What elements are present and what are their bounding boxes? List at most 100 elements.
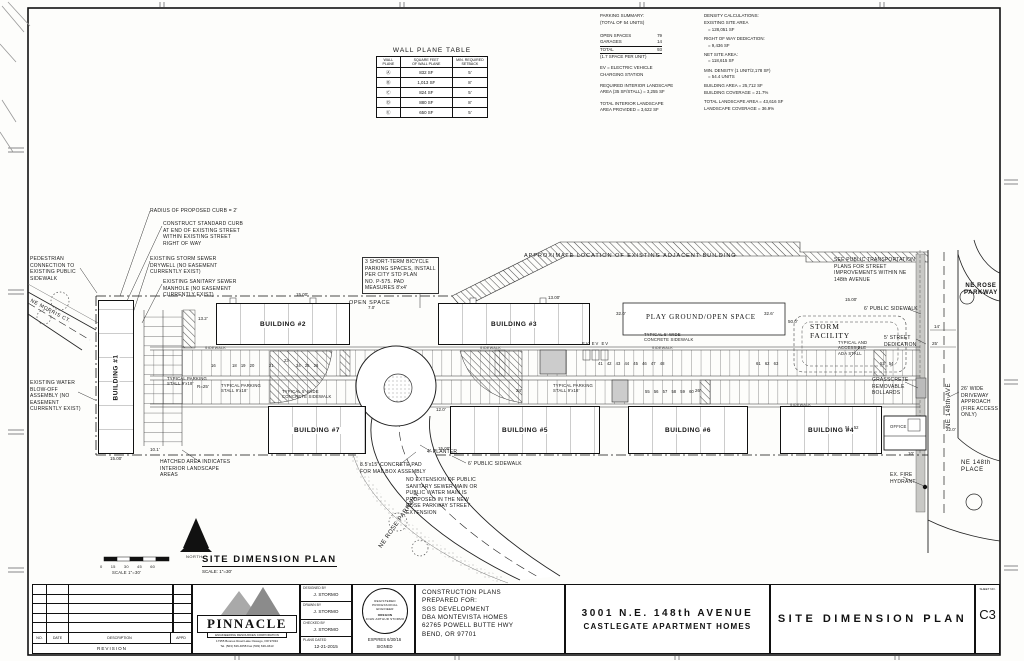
col-setback: MIN. REQUIRED SETBACK [451, 55, 489, 69]
dim: 15.00' [296, 292, 309, 297]
sidewalk-label: SIDEWALK [790, 402, 812, 407]
callout-existing-adjacent-building: APPROXIMATE LOCATION OF EXISTING ADJACEN… [524, 253, 737, 259]
stall-numbers: 51 52 [845, 425, 859, 430]
dim: 25' [932, 341, 938, 346]
required-landscape: REQUIRED INTERIOR LANDSCAPE AREA (35 SF/… [600, 83, 674, 95]
open-space-label: OPEN SPACE [349, 300, 391, 306]
sheet-number: C3 [979, 607, 996, 622]
storm-facility-label: STORM FACILITY [810, 322, 851, 340]
callout-office: OFFICE [890, 424, 907, 429]
dim: 26' [695, 388, 701, 393]
plan-title-block: SITE DIMENSION PLAN SCALE: 1"=30' [202, 554, 337, 574]
dim: R=25' [197, 384, 209, 389]
building-6: BUILDING #6 [628, 406, 748, 454]
stall-numbers: 24 25 26 [296, 363, 319, 368]
parking-summary: PARKING SUMMARY: (TOTAL OF 54 UNITS) OPE… [600, 13, 700, 114]
callout-typical-stall-1: TYPICAL PARKING STALL 9'x18' [167, 376, 207, 387]
wall-plane-table: WALL PLANE TABLE WALL PLANE SQUARE FEET … [376, 47, 489, 119]
building-7: BUILDING #7 [268, 406, 366, 454]
logo-phone: Tel. (503) 636-4658 Fax (503) 636-4613 [220, 644, 274, 648]
callout-driveway-approach: 26' WIDE DRIVEWAY APPROACH (FIRE ACCESS … [961, 386, 999, 418]
scale-bar [103, 556, 170, 562]
stall-numbers: 16 [211, 363, 216, 368]
callout-water-blowoff: EXISTING WATER BLOW-OFF ASSEMBLY (NO EAS… [30, 380, 81, 412]
sheet-title-block: SITE DIMENSION PLAN [770, 584, 975, 654]
callout-public-transportation: SEE PUBLIC TRANSPORTATION PLANS FOR STRE… [834, 257, 916, 283]
callout-typical-sidewalk-2: TYPICAL 5' WIDE CONCRETE SIDEWALK [282, 389, 332, 400]
building-3: BUILDING #3 [438, 303, 590, 345]
callout-public-sidewalk-bottom: 6' PUBLIC SIDEWALK [468, 461, 522, 467]
prepared-for-block: CONSTRUCTION PLANS PREPARED FOR: SGS DEV… [415, 584, 565, 654]
sheet-title: SITE DIMENSION PLAN [777, 613, 968, 625]
callout-planter: 4' PLANTER [427, 449, 458, 455]
engineer-stamp-seal: REGISTERED PROFESSIONAL ENGINEER OREGON … [362, 588, 408, 634]
scale-ticks: 0 15 30 45 60 [100, 564, 156, 569]
street-ne-rose-parkway: NE ROSE PARKWAY [964, 283, 998, 297]
stamp-expires: EXPIRES 6/30/16 [367, 637, 402, 642]
sidewalk-label: SIDEWALK [480, 345, 502, 350]
callout-mailbox-pad: 8.5'x15' CONCRETE PAD FOR MAILBOX ASSEMB… [360, 462, 426, 475]
plan-title: SITE DIMENSION PLAN [202, 554, 337, 567]
dim: 13.2' [198, 316, 208, 321]
building-2: BUILDING #2 [216, 303, 350, 345]
stall-numbers: 21 [269, 363, 274, 368]
dim: 32.0' [616, 311, 626, 316]
callout-typical-stall-3: TYPICAL PARKING STALL 9'x18' [553, 383, 593, 394]
sheet-number-block: SHEET NO. C3 [975, 584, 1000, 654]
project-block: 3001 N.E. 148th AVENUE CASTLEGATE APARTM… [565, 584, 770, 654]
building-4: BUILDING #4 [780, 406, 882, 454]
callout-ev-stalls: EV EV EV [582, 341, 610, 346]
building-1: BUILDING #1 [98, 300, 134, 454]
dim: 15.00' [110, 456, 123, 461]
dim: 14' [934, 324, 940, 329]
scale-text: SCALE 1"=30' [112, 570, 142, 575]
logo-banner: ENGINEERING RESOURCES CORPORATION [207, 632, 287, 638]
dim: 22.0' [946, 427, 956, 432]
stall-numbers: 61 62 63 [756, 361, 779, 366]
callout-grasscrete-bollards: GRASSCRETE REMOVABLE BOLLARDS [872, 377, 909, 396]
callout-pedestrian-connection: PEDESTRIAN CONNECTION TO EXISTING PUBLIC… [30, 256, 76, 282]
callout-storm-drywell: EXISTING STORM SEWER DRYWELL (NO EASEMEN… [150, 256, 218, 275]
dim: 7.0' [368, 305, 376, 310]
logo-name: PINNACLE [197, 615, 297, 633]
wall-plane-table-title: WALL PLANE TABLE [392, 47, 472, 54]
callout-curb-radius: RADIUS OF PROPOSED CURB = 2' [150, 208, 238, 214]
density-calculations: DENSITY CALCULATIONS: EXISTING SITE AREA… [704, 13, 784, 111]
sheet-number-label: SHEET NO. [979, 587, 996, 591]
dim: 10' [908, 451, 914, 456]
dim: 24' [516, 388, 522, 393]
building-5: BUILDING #5 [450, 406, 600, 454]
callout-sanitary-manhole: EXISTING SANITARY SEWER MANHOLE (NO EASE… [163, 279, 237, 298]
sheet-border [27, 7, 1001, 656]
dim: 13.00' [548, 295, 561, 300]
dim: 15.00' [845, 297, 858, 302]
playground-label: PLAY GROUND/OPEN SPACE [646, 313, 756, 321]
stamp-signed: SIGNED [376, 644, 393, 649]
callout-standard-curb: CONSTRUCT STANDARD CURB AT END OF EXISTI… [163, 221, 243, 247]
callout-typical-stall-2: TYPICAL PARKING STALL 9'x18' [221, 383, 261, 394]
stall-numbers: 18 19 20 [232, 363, 255, 368]
pinnacle-logo-block: PINNACLE ENGINEERING RESOURCES CORPORATI… [192, 584, 300, 654]
callout-no-extension: NO EXTENSION OF PUBLIC SANITARY SEWER MA… [406, 477, 478, 516]
revision-title: REVISION [33, 642, 191, 653]
callout-hatched-area: HATCHED AREA INDICATES INTERIOR LANDSCAP… [160, 459, 231, 478]
logo-address: 17355 Boones Road Lake Oswego, OR 97034 [216, 639, 278, 643]
provided-landscape: TOTAL INTERIOR LANDSCAPE AREA PROVIDED =… [600, 100, 664, 113]
stall-numbers: 23 [284, 358, 289, 363]
revision-header: NO. DATE DESCRIPTION APPD [33, 632, 191, 643]
dim: 12.0' [436, 407, 446, 412]
north-label: NORTH [186, 554, 203, 559]
sidewalk-label: SIDEWALK [205, 345, 227, 350]
engineer-stamp-block: REGISTERED PROFESSIONAL ENGINEER OREGON … [352, 584, 415, 654]
dim: 10.1' [150, 447, 160, 452]
revision-block: NO. DATE DESCRIPTION APPD REVISION [32, 584, 192, 654]
street-ne-148th-ave: NE 148th AVE [946, 382, 952, 428]
